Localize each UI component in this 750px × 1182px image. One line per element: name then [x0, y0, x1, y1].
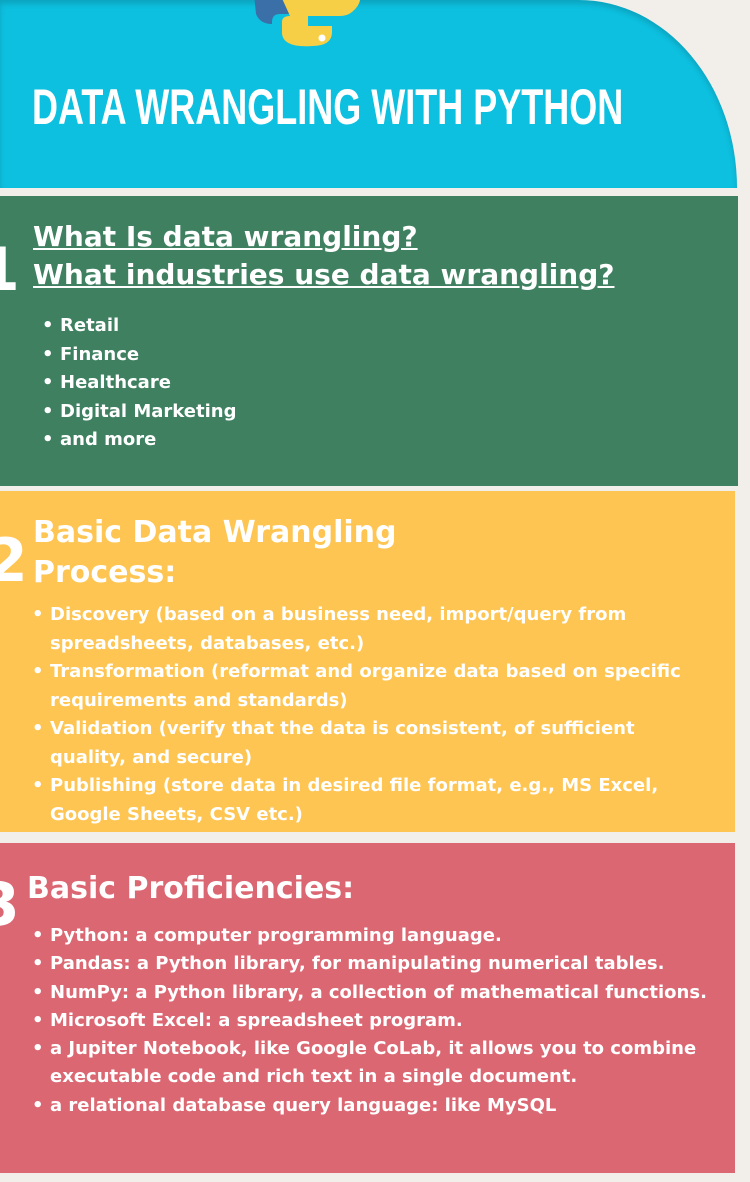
list-item: Python: a computer programming language.	[28, 922, 718, 951]
section-number: 1	[0, 240, 20, 300]
list-item: Microsoft Excel: a spreadsheet program.	[28, 1007, 718, 1036]
section-number: 3	[0, 875, 20, 935]
list-item: NumPy: a Python library, a collection of…	[28, 979, 718, 1008]
section-heading: Basic Proficiencies:	[27, 871, 355, 906]
section-number: 2	[0, 526, 28, 596]
list-item: Finance	[38, 341, 236, 370]
section-heading: What Is data wrangling?	[33, 220, 418, 253]
section-proficiencies: 3 Basic Proficiencies: Python: a compute…	[0, 843, 735, 1173]
list-item: Healthcare	[38, 369, 236, 398]
section-heading: What industries use data wrangling?	[33, 258, 615, 291]
section-heading: Process:	[33, 555, 177, 590]
list-item: a Jupiter Notebook, like Google CoLab, i…	[28, 1035, 718, 1092]
list-item: Digital Marketing	[38, 398, 236, 427]
process-list: Discovery (based on a business need, imp…	[28, 601, 688, 829]
page-title: DATA WRANGLING WITH PYTHON	[32, 79, 624, 135]
list-item: Discovery (based on a business need, imp…	[28, 601, 688, 658]
section-heading: Basic Data Wrangling	[33, 515, 397, 550]
industries-list: Retail Finance Healthcare Digital Market…	[38, 312, 236, 455]
list-item: and more	[38, 426, 236, 455]
list-item: Retail	[38, 312, 236, 341]
header-banner: DATA WRANGLING WITH PYTHON	[0, 0, 737, 188]
python-logo-icon	[254, 0, 361, 47]
proficiencies-list: Python: a computer programming language.…	[28, 922, 718, 1120]
list-item: Publishing (store data in desired file f…	[28, 772, 688, 829]
section-process: 2 Basic Data Wrangling Process: Discover…	[0, 491, 735, 832]
list-item: Pandas: a Python library, for manipulati…	[28, 950, 718, 979]
section-what-is-data-wrangling: 1 What Is data wrangling? What industrie…	[0, 196, 738, 486]
list-item: Validation (verify that the data is cons…	[28, 715, 688, 772]
list-item: a relational database query language: li…	[28, 1092, 718, 1121]
list-item: Transformation (reformat and organize da…	[28, 658, 688, 715]
